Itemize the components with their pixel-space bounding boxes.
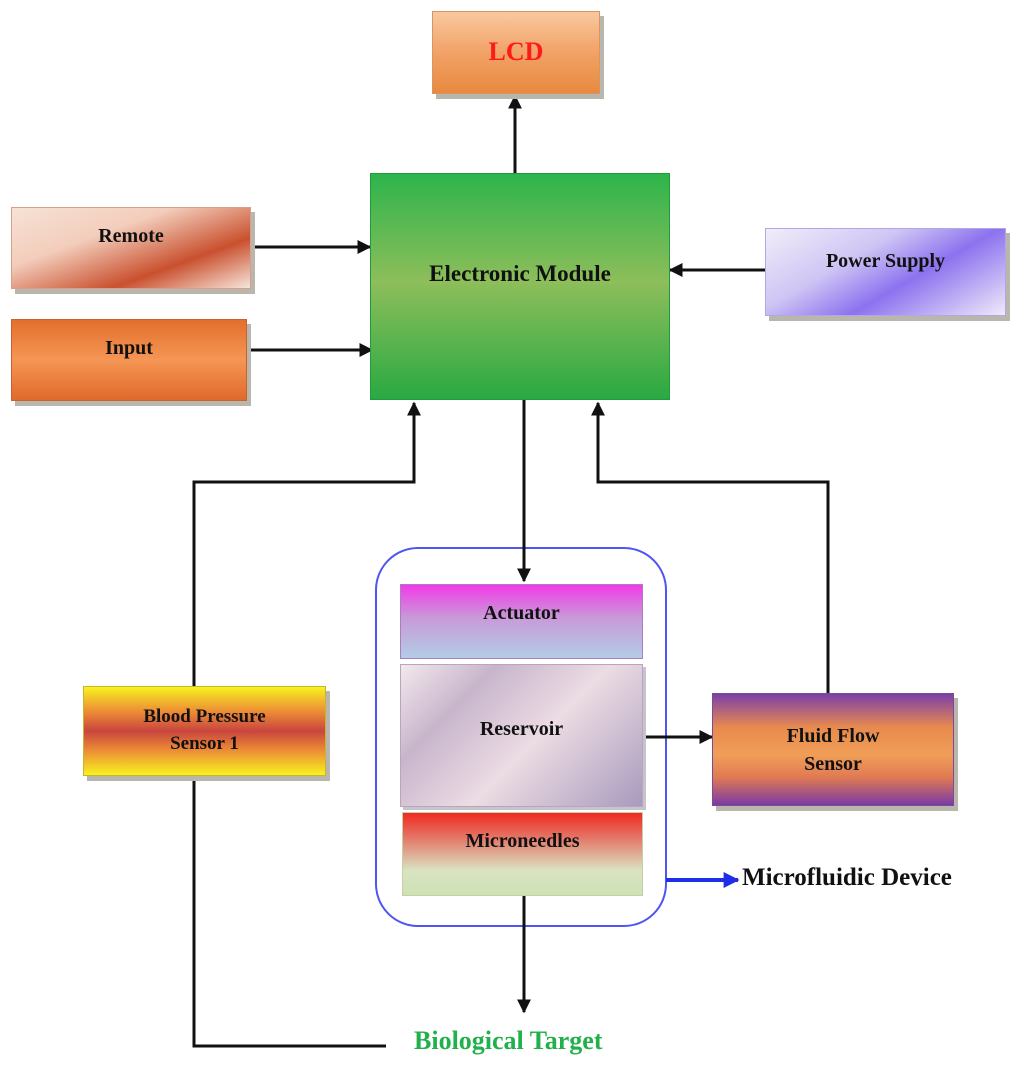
microfluidic-device-label: Microfluidic Device bbox=[742, 864, 952, 891]
electronic-module-block: Electronic Module bbox=[370, 173, 670, 400]
input-label: Input bbox=[105, 337, 153, 359]
fluid-flow-label-line1: Fluid Flow bbox=[786, 724, 880, 747]
actuator-block: Actuator bbox=[400, 584, 643, 659]
actuator-label: Actuator bbox=[483, 602, 560, 624]
input-block: Input bbox=[11, 319, 247, 401]
blood-pressure-label-line1: Blood Pressure bbox=[143, 706, 266, 728]
lcd-block: LCD bbox=[432, 11, 600, 94]
reservoir-block: Reservoir bbox=[400, 664, 643, 807]
wire-blood-pressure-to-module bbox=[192, 401, 421, 686]
fluid-flow-sensor-block: Fluid Flow Sensor bbox=[712, 693, 954, 806]
wire-flow-sensor-to-module bbox=[591, 401, 830, 693]
power-supply-label: Power Supply bbox=[825, 250, 946, 272]
blood-pressure-sensor-block: Blood Pressure Sensor 1 bbox=[83, 686, 326, 776]
microneedles-block: Microneedles bbox=[402, 812, 643, 896]
microneedles-label: Microneedles bbox=[465, 830, 580, 852]
fluid-flow-label-line2: Sensor bbox=[804, 752, 862, 775]
remote-label: Remote bbox=[98, 225, 164, 247]
biological-target-label: Biological Target bbox=[414, 1026, 603, 1055]
blood-pressure-label-line2: Sensor 1 bbox=[170, 733, 239, 754]
wire-blood-pressure-to-target bbox=[192, 776, 386, 1048]
electronic-module-label: Electronic Module bbox=[429, 261, 611, 287]
remote-block: Remote bbox=[11, 207, 251, 289]
reservoir-label: Reservoir bbox=[479, 718, 564, 740]
power-supply-block: Power Supply bbox=[765, 228, 1006, 316]
lcd-label: LCD bbox=[488, 37, 544, 67]
